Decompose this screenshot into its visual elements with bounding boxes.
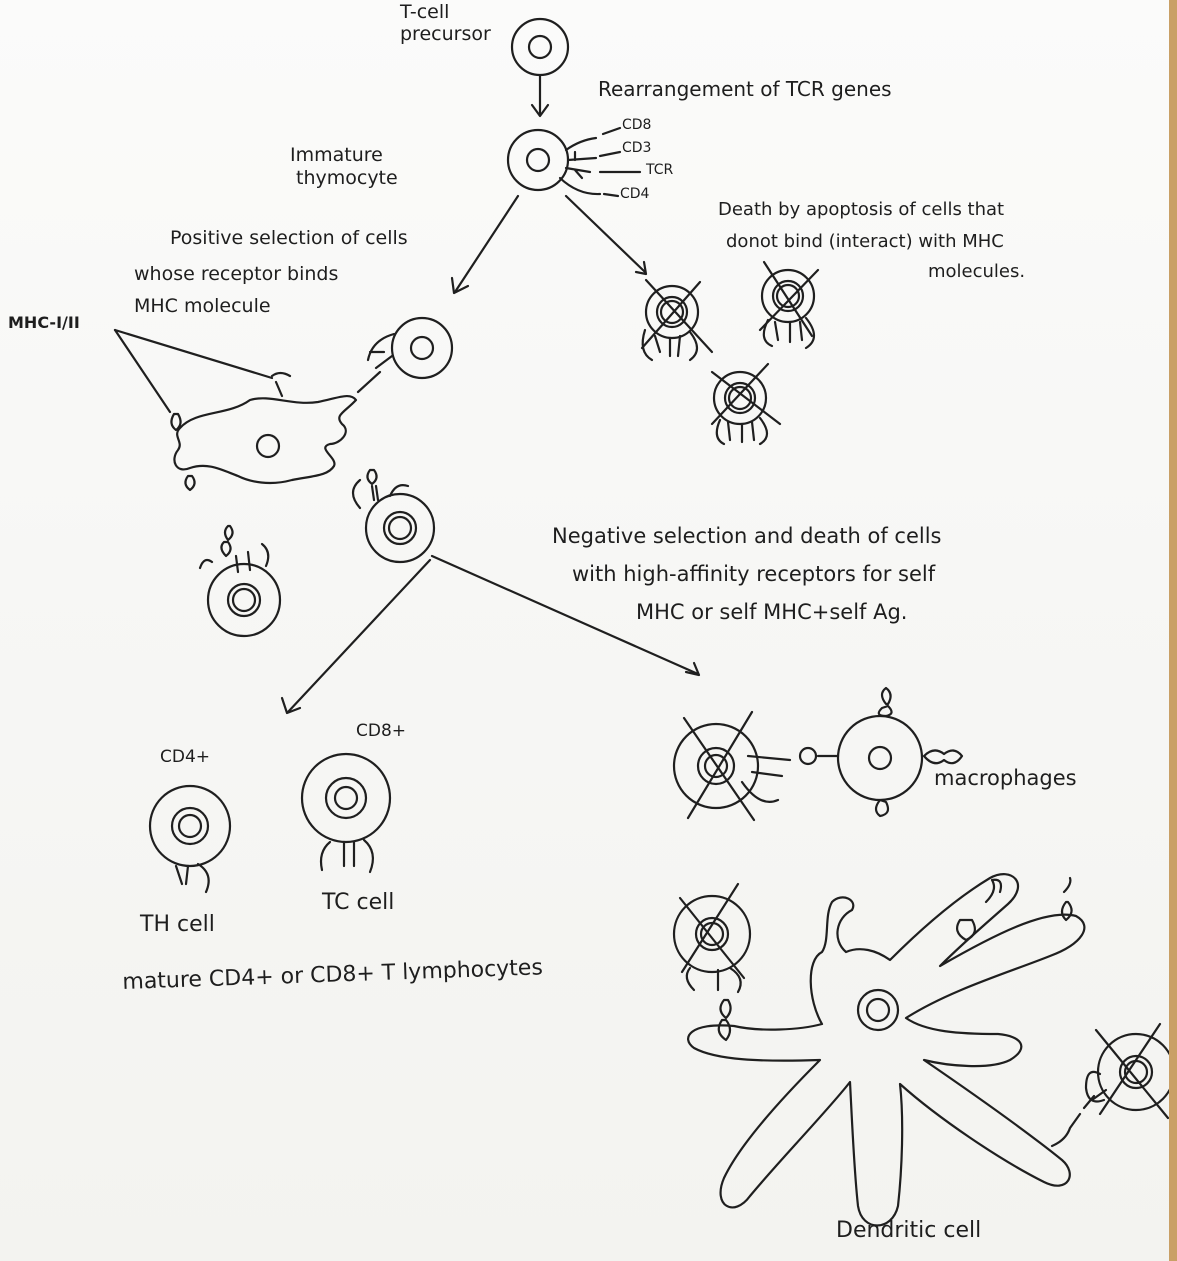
arrow-to-mature-cells <box>288 560 430 712</box>
label-death-line1: Death by apoptosis of cells that <box>718 200 1004 221</box>
tc-cell <box>302 754 390 872</box>
label-positive-line3: MHC molecule <box>134 296 271 318</box>
bound-thymocyte <box>353 480 434 562</box>
apoptotic-cell-at-dendritic <box>1086 1024 1174 1118</box>
label-macrophages: macrophages <box>934 766 1077 790</box>
label-cd3: CD3 <box>622 140 651 156</box>
label-mhc: MHC-I/II <box>8 314 80 332</box>
arrow-to-positive-selection <box>455 196 518 292</box>
label-th-cell: TH cell <box>140 912 215 937</box>
label-cd4: CD4 <box>620 186 649 202</box>
arrow-to-apoptosis <box>566 196 645 272</box>
mhc-pointer-right <box>115 330 272 378</box>
label-tcell-precursor-line2: precursor <box>400 24 491 46</box>
label-negative-line3: MHC or self MHC+self Ag. <box>636 600 907 624</box>
label-death-line3: molecules. <box>928 262 1025 283</box>
label-negative-line2: with high-affinity receptors for self <box>572 562 935 586</box>
label-positive-line1: Positive selection of cells <box>170 228 408 250</box>
thymic-epithelial-cell <box>171 373 376 500</box>
mhc-pointer-left <box>115 330 170 412</box>
tcell-precursor-cell <box>512 19 568 75</box>
apoptotic-cell-at-macrophage <box>674 712 790 820</box>
apoptotic-cell <box>712 364 780 444</box>
label-tcell-precursor-line1: T-cell <box>400 2 449 24</box>
th-cell <box>150 786 230 892</box>
apoptotic-cell-at-dendritic <box>674 884 750 992</box>
label-rearrangement: Rearrangement of TCR genes <box>598 78 892 101</box>
label-tcr: TCR <box>646 162 673 178</box>
apoptotic-cell <box>760 262 818 348</box>
label-cd8-plus: CD8+ <box>356 722 406 742</box>
label-cd8: CD8 <box>622 117 651 133</box>
macrophage <box>800 688 962 816</box>
label-immature-line2: thymocyte <box>296 168 398 190</box>
label-negative-line1: Negative selection and death of cells <box>552 524 942 548</box>
label-death-line2: donot bind (interact) with MHC <box>726 232 1004 253</box>
label-dendritic: Dendritic cell <box>836 1218 981 1243</box>
label-tc-cell: TC cell <box>322 890 394 915</box>
apoptotic-cell <box>642 280 712 360</box>
arrowhead <box>282 698 300 713</box>
label-positive-line2: whose receptor binds <box>134 264 338 286</box>
label-cd4-plus: CD4+ <box>160 748 210 768</box>
label-immature-line1: Immature <box>290 145 383 167</box>
bound-thymocyte <box>200 526 280 636</box>
bound-thymocyte <box>358 318 452 392</box>
